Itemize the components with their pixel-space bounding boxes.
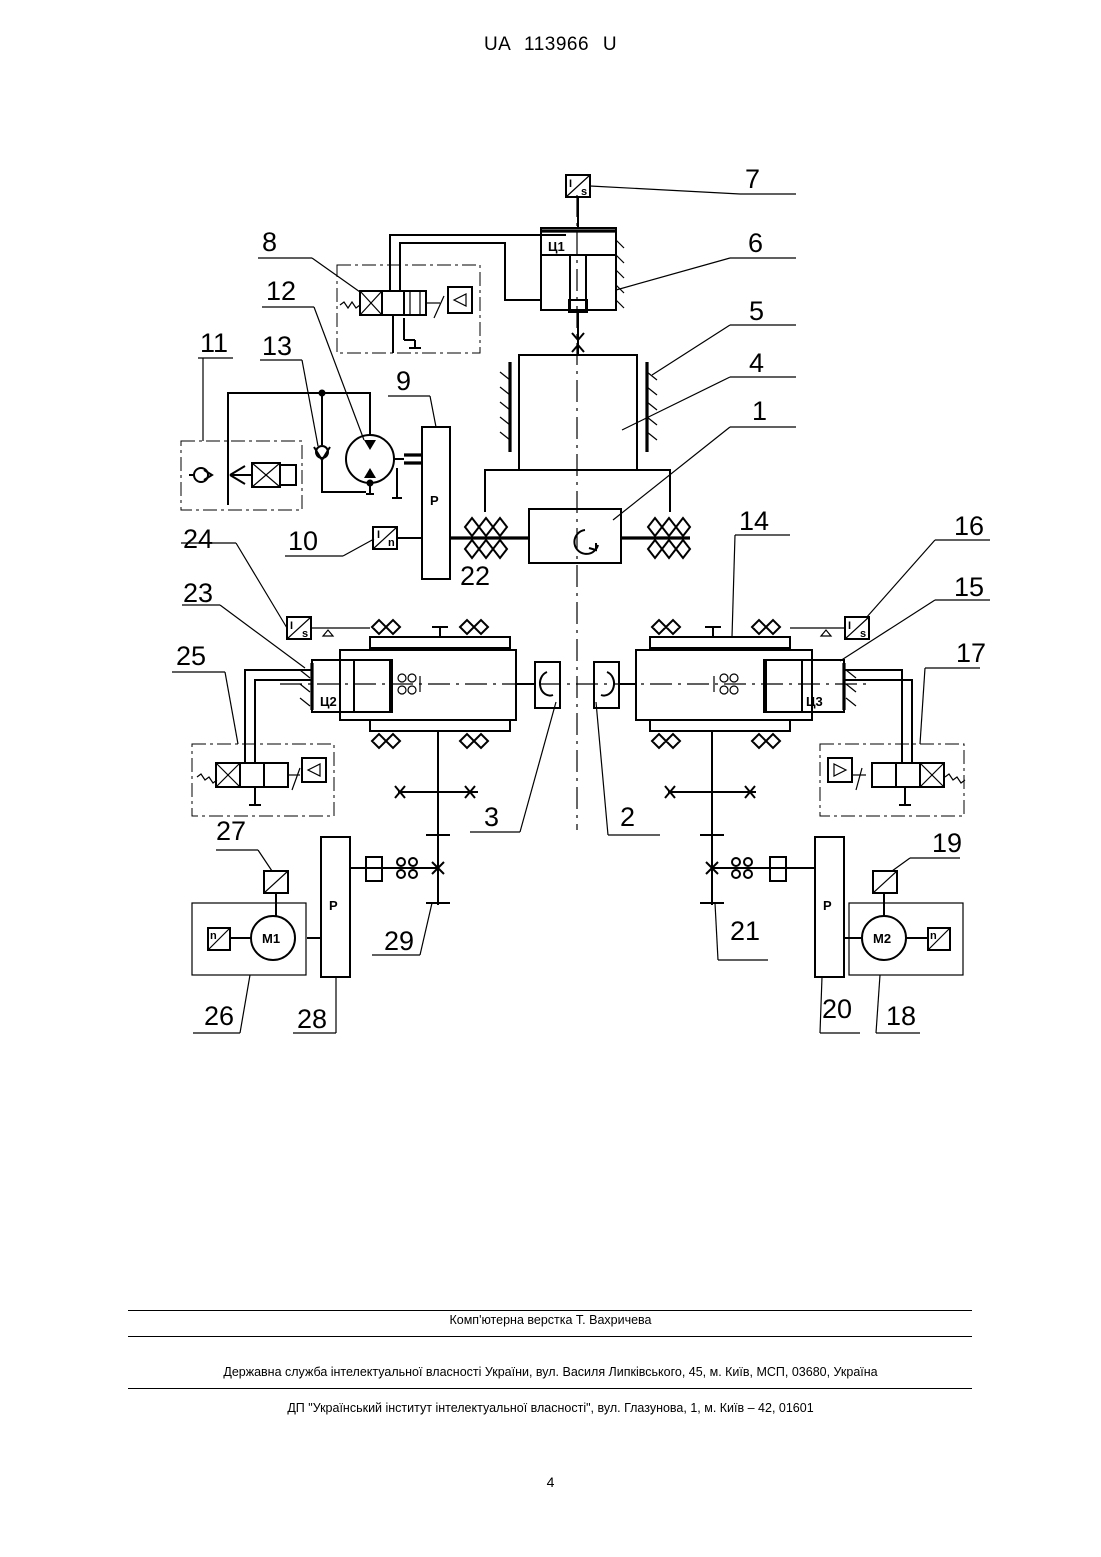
check-valve-13 (314, 446, 330, 460)
position-sensor-16: I s (790, 617, 869, 640)
ref-10: 10 (288, 526, 318, 556)
svg-text:I: I (569, 178, 572, 190)
ref-23: 23 (183, 578, 213, 608)
position-sensor-24: I s (287, 617, 370, 640)
svg-text:P: P (329, 898, 338, 913)
hydraulic-motor-12 (346, 435, 422, 498)
leader-lines (172, 186, 990, 1033)
ref-4: 4 (749, 348, 764, 378)
belt-drive-20: P (815, 837, 861, 977)
position-sensor-7: I s (566, 175, 590, 228)
motor-unit-26: M1 n (192, 871, 306, 975)
svg-text:M1: M1 (262, 931, 280, 946)
ref-13: 13 (262, 331, 292, 361)
speed-sensor-10: I n (373, 527, 422, 549)
svg-text:I: I (848, 620, 851, 632)
ref-19: 19 (932, 828, 962, 858)
ref-28: 28 (297, 1004, 327, 1034)
motor-unit-18: M2 n (849, 871, 963, 975)
ref-8: 8 (262, 227, 277, 257)
svg-text:n: n (388, 537, 395, 549)
typesetting-credit: Комп'ютерна верстка Т. Вахричева (0, 1313, 1101, 1327)
ref-11: 11 (200, 328, 228, 358)
footer-rule-top (128, 1310, 972, 1311)
ref-24: 24 (183, 524, 213, 554)
svg-text:P: P (823, 898, 832, 913)
kinematic-hydraulic-diagram: I s Ц1 (0, 0, 1101, 1100)
hydraulic-cylinder-c1: Ц1 (541, 228, 624, 355)
ref-25: 25 (176, 641, 206, 671)
svg-text:s: s (581, 186, 587, 198)
ref-27: 27 (216, 816, 246, 846)
svg-text:s: s (860, 628, 866, 640)
guide-rails-5 (500, 362, 657, 452)
ref-12: 12 (266, 276, 296, 306)
directional-valve-17 (820, 744, 965, 816)
ref-3: 3 (484, 802, 499, 832)
ref-14: 14 (739, 506, 769, 536)
page-number: 4 (0, 1474, 1101, 1490)
ref-7: 7 (745, 164, 760, 194)
ref-1: 1 (752, 396, 767, 426)
left-drive-shaft (350, 731, 478, 905)
svg-text:n: n (930, 930, 937, 942)
svg-text:n: n (210, 930, 217, 942)
ref-15: 15 (954, 572, 984, 602)
institute-address: ДП "Український інститут інтелектуальної… (0, 1401, 1101, 1415)
directional-valve-8 (337, 265, 480, 353)
ref-22: 22 (460, 561, 490, 591)
pump-unit-11 (181, 441, 302, 510)
ref-29: 29 (384, 926, 414, 956)
svg-text:Ц1: Ц1 (548, 239, 565, 254)
office-address: Державна служба інтелектуальної власност… (0, 1365, 1101, 1379)
svg-text:M2: M2 (873, 931, 891, 946)
svg-text:P: P (430, 493, 439, 508)
ref-16: 16 (954, 511, 984, 541)
belt-drive-9: P (422, 427, 450, 579)
ref-20: 20 (822, 994, 852, 1024)
ref-9: 9 (396, 366, 411, 396)
belt-drive-28: P (307, 837, 350, 977)
ref-5: 5 (749, 296, 764, 326)
footer-rule-middle (128, 1336, 972, 1337)
svg-text:Ц3: Ц3 (806, 694, 823, 709)
footer-rule-bottom (128, 1388, 972, 1389)
ref-21: 21 (730, 916, 760, 946)
svg-text:Ц2: Ц2 (320, 694, 337, 709)
svg-text:s: s (302, 628, 308, 640)
ref-2: 2 (620, 802, 635, 832)
ref-17: 17 (956, 638, 986, 668)
ref-26: 26 (204, 1001, 234, 1031)
ref-18: 18 (886, 1001, 916, 1031)
directional-valve-25 (192, 744, 334, 816)
svg-text:I: I (377, 529, 380, 541)
ref-6: 6 (748, 228, 763, 258)
svg-text:I: I (290, 620, 293, 632)
right-drive-shaft (665, 731, 815, 905)
